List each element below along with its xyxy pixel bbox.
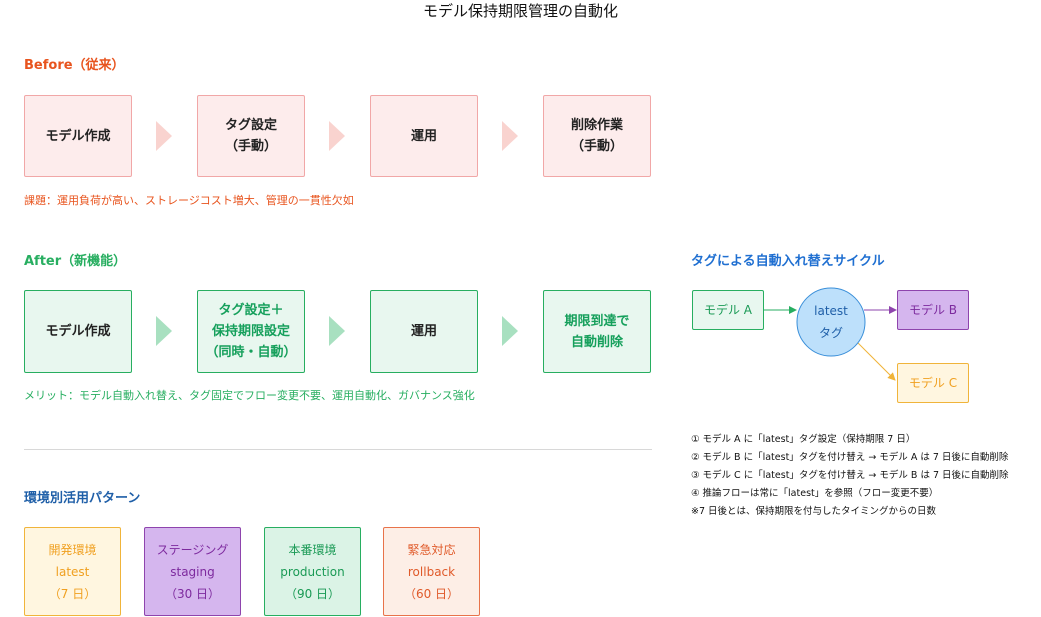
env-name: ステージング bbox=[156, 542, 229, 557]
after-step-tag-retention: タグ設定＋ 保持期限設定 （同時・自動） bbox=[197, 290, 305, 373]
latest-tag-circle bbox=[796, 287, 866, 357]
latest-tag-subtext: タグ bbox=[818, 326, 843, 340]
latest-tag-label: latest タグ bbox=[797, 300, 865, 344]
after-step-label: 運用 bbox=[410, 324, 437, 339]
after-step-label: タグ設定＋ bbox=[218, 303, 284, 318]
env-card-rollback: 緊急対応 rollback （60 日） bbox=[383, 527, 480, 616]
latest-tag-text: latest bbox=[814, 304, 848, 318]
env-heading: 環境別活用パターン bbox=[24, 491, 141, 506]
env-days: （90 日） bbox=[284, 586, 341, 601]
after-arrow-3 bbox=[502, 316, 518, 346]
after-step-operation: 運用 bbox=[370, 290, 478, 373]
before-step-sublabel: （手動） bbox=[570, 139, 623, 154]
before-step-label: 運用 bbox=[410, 128, 437, 144]
env-name: 緊急対応 bbox=[407, 542, 456, 557]
env-tag: rollback bbox=[407, 564, 456, 579]
env-days: （60 日） bbox=[403, 586, 460, 601]
cycle-model-a: モデル A bbox=[692, 290, 764, 330]
env-card-staging: ステージング staging （30 日） bbox=[144, 527, 241, 616]
before-step-tag-setting: タグ設定 （手動） bbox=[197, 95, 305, 177]
cycle-notes: ① モデル A に「latest」タグ設定（保持期限 7 日） ② モデル B … bbox=[691, 431, 1009, 521]
cycle-model-b-label: モデル B bbox=[908, 302, 958, 317]
before-arrow-1 bbox=[156, 121, 172, 151]
after-step-auto-delete: 期限到達で 自動削除 bbox=[543, 290, 651, 373]
before-step-sublabel: （手動） bbox=[224, 139, 277, 154]
env-card-production: 本番環境 production （90 日） bbox=[264, 527, 361, 616]
cycle-model-c: モデル C bbox=[897, 363, 969, 403]
after-arrow-2 bbox=[329, 316, 345, 346]
env-tag: latest bbox=[55, 564, 90, 579]
before-step-label: モデル作成 bbox=[45, 128, 111, 144]
after-step-label: 期限到達で bbox=[564, 313, 630, 329]
env-tag: production bbox=[280, 564, 345, 579]
after-step-sublabel: （同時・自動） bbox=[205, 345, 297, 360]
cycle-note-5: ※7 日後とは、保持期限を付与したタイミングからの日数 bbox=[691, 506, 937, 517]
before-step-label: タグ設定 bbox=[224, 118, 277, 133]
section-divider bbox=[24, 449, 652, 450]
before-issue-text: 課題：運用負荷が高い、ストレージコスト増大、管理の一貫性欠如 bbox=[24, 194, 354, 207]
env-tag: staging bbox=[170, 564, 215, 579]
page-title: モデル保持期限管理の自動化 bbox=[422, 2, 618, 20]
before-step-delete: 削除作業 （手動） bbox=[543, 95, 651, 177]
before-step-label: 削除作業 bbox=[570, 118, 623, 133]
after-step-sublabel: 自動削除 bbox=[570, 334, 623, 350]
env-name: 本番環境 bbox=[288, 542, 337, 557]
after-arrow-1 bbox=[156, 316, 172, 346]
cycle-model-b: モデル B bbox=[897, 290, 969, 330]
cycle-model-c-label: モデル C bbox=[908, 375, 958, 390]
env-days: （30 日） bbox=[164, 586, 221, 601]
env-name: 開発環境 bbox=[48, 542, 97, 557]
before-step-operation: 運用 bbox=[370, 95, 478, 177]
after-step-label: モデル作成 bbox=[45, 324, 111, 339]
after-step-model-create: モデル作成 bbox=[24, 290, 132, 373]
after-step-sublabel: 保持期限設定 bbox=[211, 324, 290, 339]
after-heading: After（新機能） bbox=[24, 254, 127, 269]
arrow-tag-to-model-c bbox=[857, 342, 896, 381]
cycle-model-a-label: モデル A bbox=[703, 302, 753, 317]
env-card-dev: 開発環境 latest （7 日） bbox=[24, 527, 121, 616]
cycle-heading: タグによる自動入れ替えサイクル bbox=[691, 254, 885, 269]
cycle-note-3: ③ モデル C に「latest」タグを付け替え → モデル B は 7 日後に… bbox=[691, 470, 1009, 481]
env-days: （7 日） bbox=[48, 586, 97, 601]
before-step-model-create: モデル作成 bbox=[24, 95, 132, 177]
cycle-note-2: ② モデル B に「latest」タグを付け替え → モデル A は 7 日後に… bbox=[691, 452, 1009, 463]
cycle-note-4: ④ 推論フローは常に「latest」を参照（フロー変更不要） bbox=[691, 488, 939, 499]
before-arrow-3 bbox=[502, 121, 518, 151]
cycle-note-1: ① モデル A に「latest」タグ設定（保持期限 7 日） bbox=[691, 434, 916, 445]
before-arrow-2 bbox=[329, 121, 345, 151]
before-heading: Before（従来） bbox=[24, 58, 125, 73]
after-merit-text: メリット：モデル自動入れ替え、タグ固定でフロー変更不要、運用自動化、ガバナンス強… bbox=[24, 389, 475, 402]
